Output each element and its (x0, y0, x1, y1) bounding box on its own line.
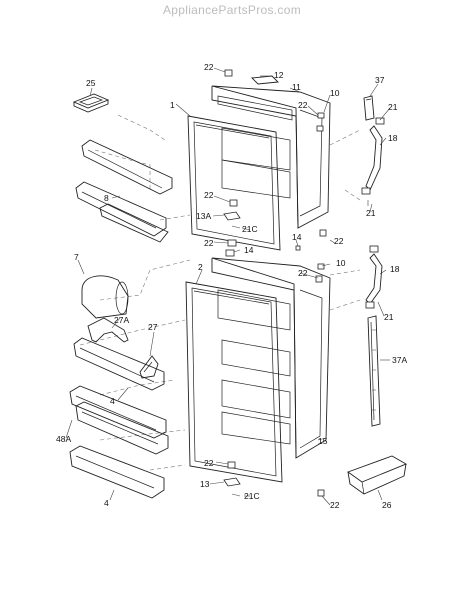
callout-21C: 21C (244, 491, 260, 501)
door-bin (347, 455, 408, 495)
fresh-food-door-gasket (185, 281, 283, 483)
callout-18: 18 (390, 264, 400, 274)
callout-4: 4 (110, 396, 115, 406)
callout-22: 22 (330, 500, 340, 510)
callout-22: 22 (204, 238, 214, 248)
dairy-door-bracket (87, 317, 129, 343)
callout-37A: 37A (392, 355, 407, 365)
freezer-door (211, 85, 331, 229)
alignment-lines (79, 114, 361, 471)
callout-14: 14 (244, 245, 254, 255)
butter-tray (72, 93, 110, 113)
callout-1: 1 (170, 100, 175, 110)
callout-22: 22 (298, 268, 308, 278)
upper-hinge-parts (223, 69, 327, 247)
callout-11: 11 (292, 82, 301, 92)
callout-37: 37 (375, 75, 385, 85)
callout-labels: 22 12 11 10 22 37 21 18 25 1 8 22 13A 21… (56, 62, 407, 510)
callout-22: 22 (298, 100, 308, 110)
callout-48A: 48A (56, 434, 71, 444)
callout-13: 13 (200, 479, 210, 489)
callout-13A: 13A (196, 211, 211, 221)
upper-door-handle (361, 95, 385, 206)
bin-retainer (139, 355, 159, 379)
callout-27A: 27A (114, 315, 129, 325)
callout-25: 25 (86, 78, 96, 88)
callout-8: 8 (104, 193, 109, 203)
freezer-door-shelves (75, 139, 173, 243)
callout-7: 7 (74, 252, 79, 262)
label-plate (251, 75, 279, 85)
lower-hinge-parts (223, 245, 325, 497)
callout-22: 22 (334, 236, 344, 246)
callout-18: 18 (388, 133, 398, 143)
callout-21: 21 (388, 102, 398, 112)
watermark: AppliancePartsPros.com (163, 3, 301, 17)
fresh-food-door-shelves (69, 337, 169, 499)
callout-15: 15 (318, 436, 328, 446)
callout-22: 22 (204, 62, 214, 72)
callout-22: 22 (204, 190, 214, 200)
dairy-door (81, 275, 129, 319)
callout-21: 21 (366, 208, 376, 218)
callout-22: 22 (204, 458, 214, 468)
callout-26: 26 (382, 500, 392, 510)
callout-2: 2 (198, 262, 203, 272)
callout-27: 27 (148, 322, 158, 332)
callout-12: 12 (274, 70, 284, 80)
callout-21: 21 (384, 312, 394, 322)
callout-4: 4 (104, 498, 109, 508)
callout-14: 14 (292, 232, 302, 242)
freezer-door-gasket (187, 115, 281, 251)
lower-door-handle (365, 245, 383, 427)
callout-10: 10 (330, 88, 340, 98)
leader-lines (65, 67, 391, 506)
callout-10: 10 (336, 258, 346, 268)
fresh-food-door (211, 257, 331, 459)
callout-21C: 21C (242, 224, 258, 234)
